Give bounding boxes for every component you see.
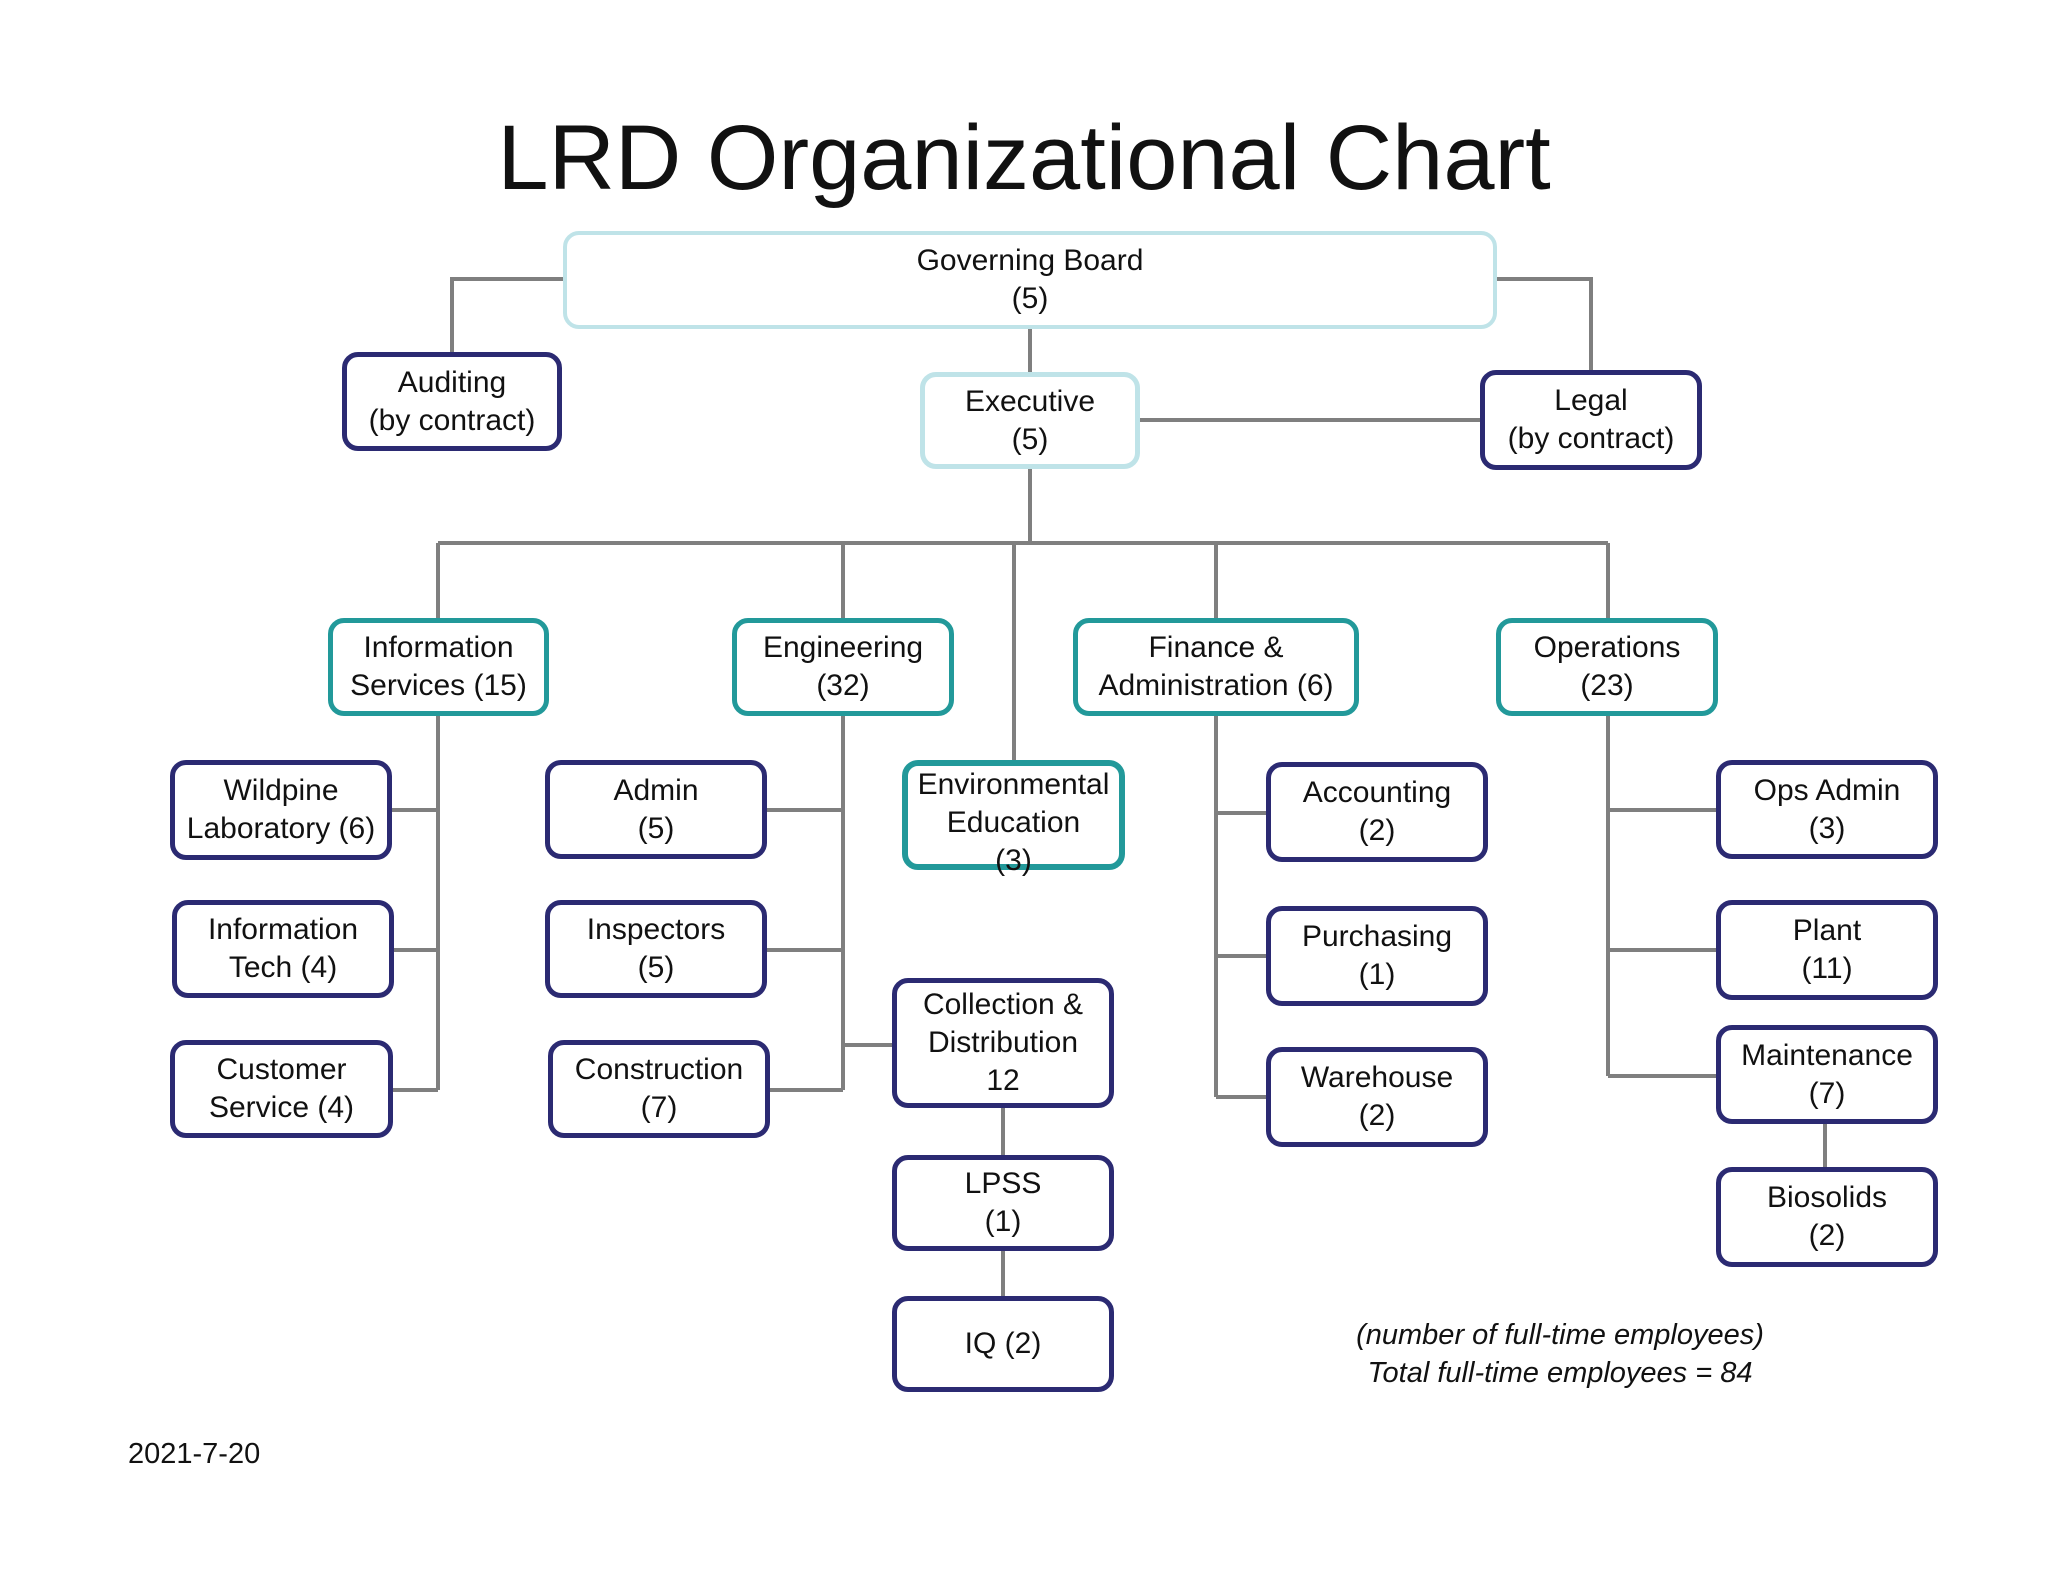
node-label: Maintenance bbox=[1741, 1038, 1913, 1072]
node-count: (11) bbox=[1801, 952, 1853, 985]
node-executive: Executive (5) bbox=[920, 372, 1140, 469]
node-count: Services (15) bbox=[350, 669, 527, 702]
node-label: Construction bbox=[574, 1053, 744, 1086]
node-label: Operations bbox=[1533, 631, 1681, 664]
node-label: Engineering bbox=[762, 631, 924, 664]
node-label: Inspectors bbox=[586, 913, 726, 946]
node-count: (7) bbox=[1808, 1076, 1846, 1110]
node-label: Biosolids bbox=[1766, 1181, 1888, 1214]
node-ops-admin: Ops Admin (3) bbox=[1716, 760, 1938, 859]
node-label: Customer bbox=[216, 1053, 347, 1086]
note-legend: (number of full-time employees) bbox=[1356, 1319, 1764, 1351]
node-iq: IQ (2) bbox=[892, 1296, 1114, 1392]
node-count: (1) bbox=[1358, 958, 1396, 991]
node-count: Tech (4) bbox=[228, 951, 338, 984]
node-label: Plant bbox=[1792, 914, 1862, 947]
node-label: LPSS bbox=[964, 1167, 1042, 1200]
node-wildpine-laboratory: Wildpine Laboratory (6) bbox=[170, 760, 392, 860]
node-count: (2) bbox=[1358, 814, 1396, 847]
node-inspectors: Inspectors (5) bbox=[545, 900, 767, 998]
note-total: Total full-time employees = 84 bbox=[1367, 1357, 1753, 1389]
node-label: Environmental bbox=[917, 768, 1110, 801]
node-count: (32) bbox=[816, 669, 870, 702]
node-label: IQ (2) bbox=[964, 1327, 1042, 1360]
node-count: (2) bbox=[1358, 1099, 1396, 1132]
node-purchasing: Purchasing (1) bbox=[1266, 906, 1488, 1006]
node-accounting: Accounting (2) bbox=[1266, 762, 1488, 862]
chart-date: 2021-7-20 bbox=[128, 1438, 261, 1470]
employee-count-note: (number of full-time employees) Total fu… bbox=[1300, 1316, 1820, 1392]
node-count: (5) bbox=[1011, 282, 1049, 315]
node-customer-service: Customer Service (4) bbox=[170, 1040, 393, 1138]
node-label: Legal bbox=[1554, 384, 1628, 417]
node-environmental-education: Environmental Education (3) bbox=[902, 760, 1125, 877]
node-count: (1) bbox=[984, 1205, 1022, 1238]
node-collection-distribution: Collection & Distribution 12 bbox=[892, 978, 1114, 1108]
node-label: Distribution bbox=[927, 1026, 1079, 1059]
node-count: (by contract) bbox=[368, 403, 536, 437]
node-operations: Operations (23) bbox=[1496, 618, 1718, 716]
node-label: Ops Admin bbox=[1753, 773, 1901, 807]
node-label: Admin bbox=[613, 773, 699, 807]
node-label: Information bbox=[207, 913, 359, 946]
node-maintenance: Maintenance (7) bbox=[1716, 1025, 1938, 1124]
node-label: Finance & bbox=[1148, 631, 1284, 664]
node-count: (3) bbox=[995, 844, 1032, 877]
node-count: Service (4) bbox=[208, 1091, 355, 1124]
chart-title: LRD Organizational Chart bbox=[497, 107, 1551, 209]
node-label: Accounting bbox=[1302, 776, 1452, 809]
node-plant: Plant (11) bbox=[1716, 900, 1938, 1000]
node-label: Governing Board bbox=[916, 244, 1144, 277]
node-biosolids: Biosolids (2) bbox=[1716, 1167, 1938, 1267]
node-label: Wildpine bbox=[223, 774, 339, 807]
node-label: Executive bbox=[964, 384, 1096, 418]
node-count: (7) bbox=[640, 1091, 678, 1124]
node-information-tech: Information Tech (4) bbox=[172, 900, 394, 998]
node-admin: Admin (5) bbox=[545, 760, 767, 859]
node-count: Laboratory (6) bbox=[186, 812, 376, 845]
node-information-services: Information Services (15) bbox=[328, 618, 549, 716]
node-lpss: LPSS (1) bbox=[892, 1155, 1114, 1251]
node-count: (23) bbox=[1580, 669, 1634, 702]
node-count: 12 bbox=[986, 1064, 1020, 1097]
node-count: (5) bbox=[637, 951, 675, 984]
node-construction: Construction (7) bbox=[548, 1040, 770, 1138]
node-warehouse: Warehouse (2) bbox=[1266, 1047, 1488, 1147]
node-label: Information bbox=[363, 631, 514, 664]
node-legal: Legal (by contract) bbox=[1480, 370, 1702, 470]
node-finance-administration: Finance & Administration (6) bbox=[1073, 618, 1359, 716]
node-count: (2) bbox=[1808, 1219, 1846, 1252]
node-label: Auditing bbox=[397, 365, 507, 399]
node-label: Education bbox=[946, 806, 1081, 839]
node-count: (5) bbox=[1011, 422, 1049, 456]
node-count: (5) bbox=[637, 811, 675, 845]
node-label: Collection & bbox=[922, 988, 1084, 1021]
node-engineering: Engineering (32) bbox=[732, 618, 954, 716]
node-label: Purchasing bbox=[1301, 920, 1453, 953]
node-auditing: Auditing (by contract) bbox=[342, 352, 562, 451]
node-count: (3) bbox=[1808, 811, 1846, 845]
node-label: Warehouse bbox=[1300, 1061, 1454, 1094]
node-count: Administration (6) bbox=[1098, 669, 1334, 702]
node-count: (by contract) bbox=[1507, 422, 1675, 455]
node-governing-board: Governing Board (5) bbox=[563, 231, 1497, 329]
connector-board-auditing bbox=[450, 277, 563, 352]
connector-board-legal bbox=[1497, 277, 1593, 370]
